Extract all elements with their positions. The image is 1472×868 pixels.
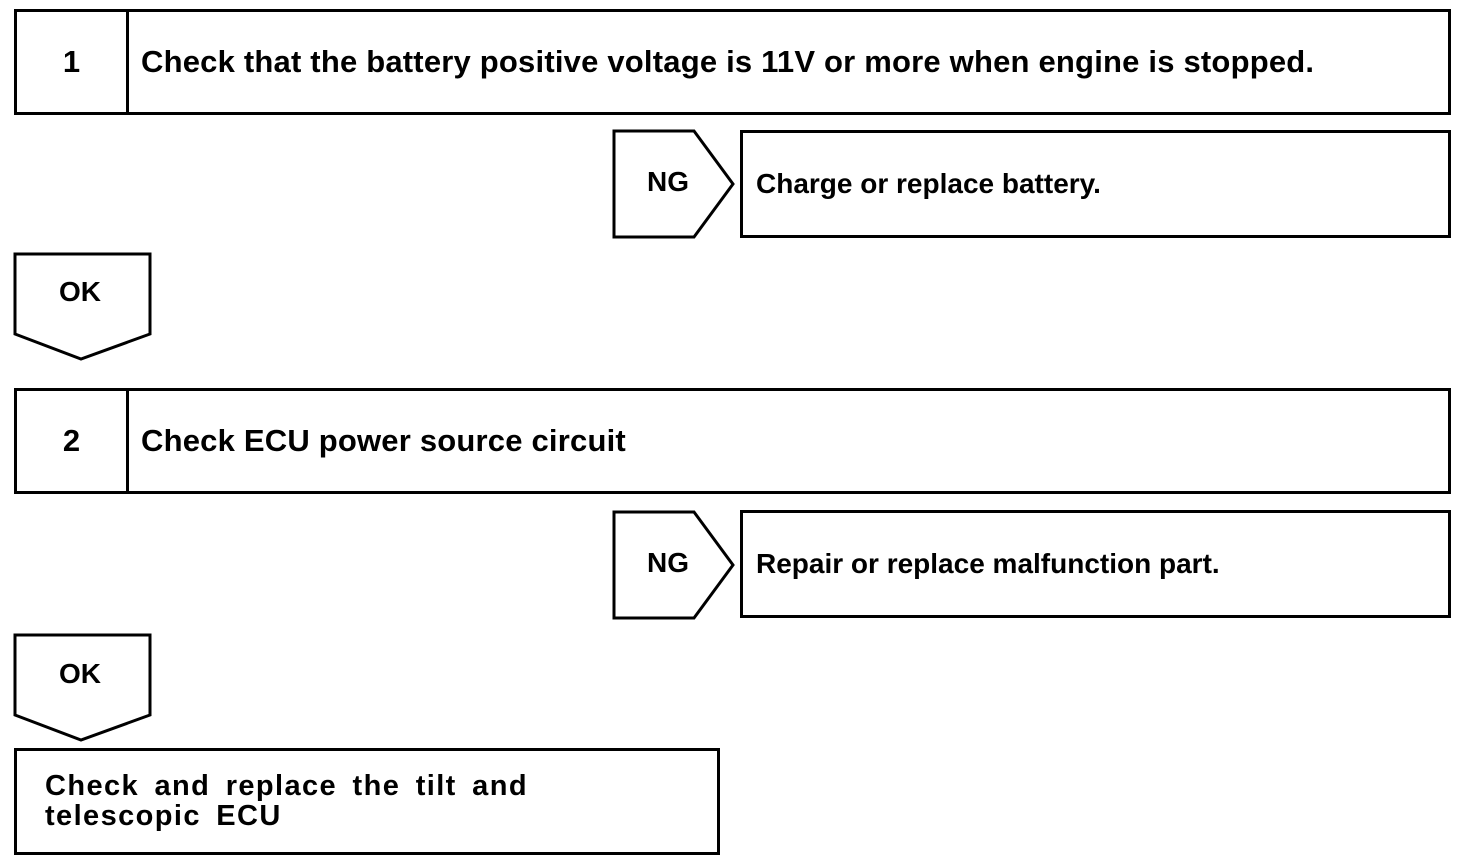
step-2-box: 2 Check ECU power source circuit	[14, 388, 1451, 494]
step-2-text: Check ECU power source circuit	[141, 423, 626, 458]
ng-action-2-box: Repair or replace malfunction part.	[740, 510, 1451, 618]
final-action-box: Check and replace the tilt and telescopi…	[14, 748, 720, 855]
step-2-number: 2	[17, 391, 129, 491]
ng-label-1: NG	[647, 166, 689, 197]
ng-arrow-1	[612, 129, 735, 239]
ng-action-1-box: Charge or replace battery.	[740, 130, 1451, 238]
ng-label-2: NG	[647, 547, 689, 578]
ok-arrow-2	[13, 633, 152, 742]
ok-label-1: OK	[59, 276, 101, 307]
step-1-number: 1	[17, 12, 129, 112]
step-1-text: Check that the battery positive voltage …	[141, 44, 1315, 79]
ng-arrow-2	[612, 510, 735, 620]
ok-arrow-1	[13, 252, 152, 361]
ok-label-2: OK	[59, 658, 101, 689]
step-1-box: 1 Check that the battery positive voltag…	[14, 9, 1451, 115]
